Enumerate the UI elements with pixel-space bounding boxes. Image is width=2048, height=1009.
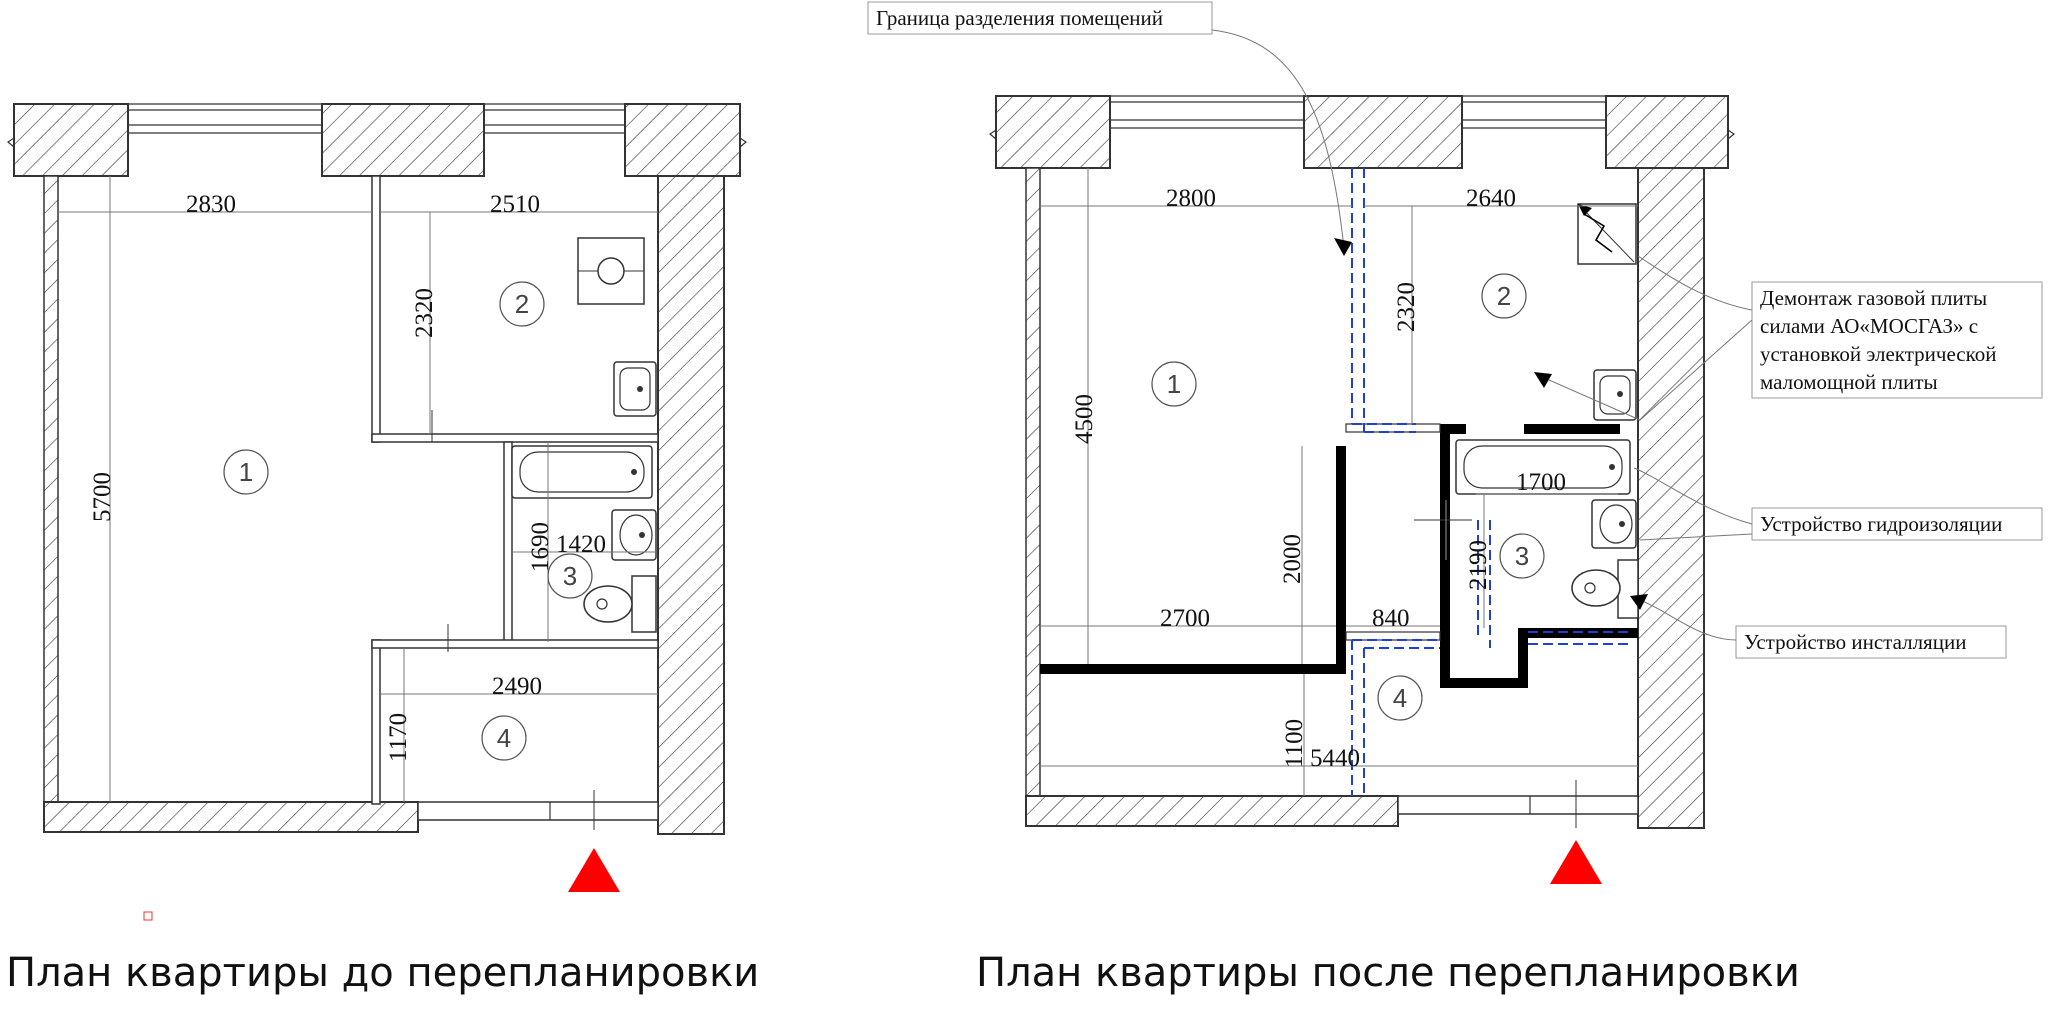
- dim-after-wwall: 2700: [1160, 605, 1210, 632]
- outer-wall-left: [43, 175, 59, 803]
- dim-after-w1: 2800: [1166, 185, 1216, 212]
- room-marker: 1: [1151, 361, 1197, 407]
- dim-before-w4: 2490: [492, 673, 542, 700]
- svg-text:силами АО«МОСГАЗ» с: силами АО«МОСГАЗ» с: [1760, 314, 1978, 338]
- stove-icon: [1577, 203, 1637, 265]
- outer-wall-left: [1025, 167, 1041, 797]
- dim-before-h4: 1170: [385, 713, 412, 762]
- dimension-lines-before: [58, 176, 658, 802]
- small-marker-icon: [143, 911, 153, 921]
- wall-pillar: [13, 103, 129, 177]
- partition-thin: [1345, 423, 1441, 433]
- callout-gas: Демонтаж газовой плиты силами АО«МОСГАЗ»…: [1534, 255, 2043, 421]
- outer-wall-bottom: [43, 801, 419, 833]
- dim-before-h1: 5700: [89, 472, 116, 522]
- room-marker: 2: [1481, 273, 1527, 319]
- dim-after-wtub: 1700: [1516, 469, 1566, 496]
- callout-install: Устройство инсталляции: [1630, 594, 2007, 659]
- svg-text:1: 1: [1167, 369, 1181, 399]
- room-marker: 3: [547, 553, 593, 599]
- svg-text:4: 4: [497, 723, 511, 753]
- dim-before-w2: 2510: [490, 191, 540, 218]
- svg-text:Демонтаж газовой плиты: Демонтаж газовой плиты: [1760, 286, 1987, 310]
- dim-after-w4: 5440: [1310, 745, 1360, 772]
- sink-icon: [1591, 499, 1637, 549]
- caption-before: План квартиры до перепланировки: [6, 950, 760, 996]
- callout-boundary: Граница разделения помещений: [867, 1, 1352, 256]
- svg-text:4: 4: [1393, 683, 1407, 713]
- svg-text:маломощной плиты: маломощной плиты: [1760, 370, 1938, 394]
- svg-text:1: 1: [239, 457, 253, 487]
- dim-after-h4: 1100: [1281, 719, 1308, 768]
- wall-pillar: [1605, 95, 1729, 169]
- outer-wall-right: [657, 175, 725, 835]
- outer-wall-bottom-thin: [1397, 795, 1639, 815]
- dim-before-hbath: 1690: [527, 522, 554, 572]
- svg-text:2: 2: [1497, 281, 1511, 311]
- caption-after: План квартиры после перепланировки: [976, 950, 1800, 996]
- entrance-triangle-icon: [568, 848, 620, 892]
- toilet-icon: [583, 575, 657, 633]
- dimension-lines-after: [1040, 168, 1638, 796]
- sink-icon: [613, 361, 657, 417]
- sink-icon: [611, 509, 657, 561]
- entrance-triangle-icon: [1550, 840, 1602, 884]
- toilet-icon: [1571, 559, 1639, 619]
- callout-waterproof: Устройство гидроизоляции: [1633, 467, 2043, 541]
- room-marker: 3: [1499, 533, 1545, 579]
- sink-icon: [1593, 369, 1637, 421]
- plan-after: 2800 2640 2320 4500 2000 2700 840 1700 2…: [867, 1, 2043, 884]
- dim-after-h1: 4500: [1071, 394, 1098, 444]
- plan-before: 2830 2510 2320 5700 1690 1420 2490 1170 …: [6, 103, 748, 921]
- dim-after-h2: 2320: [1393, 282, 1420, 332]
- dim-after-wniche: 840: [1372, 605, 1410, 632]
- svg-text:установкой электрической: установкой электрической: [1760, 342, 1997, 366]
- dim-after-hwall: 2000: [1279, 534, 1306, 584]
- svg-text:3: 3: [1515, 541, 1529, 571]
- dim-before-h2: 2320: [411, 288, 438, 338]
- dim-after-hbath: 2190: [1465, 540, 1492, 590]
- boundary-dashed-lines: [1351, 168, 1628, 796]
- wall-pillar: [321, 103, 485, 177]
- dim-after-w2: 2640: [1466, 185, 1516, 212]
- room-marker: 2: [499, 281, 545, 327]
- wall-pillar: [995, 95, 1111, 169]
- svg-text:Граница разделения помещений: Граница разделения помещений: [876, 6, 1163, 30]
- bathtub-icon: [1455, 439, 1631, 495]
- partitions-before: [371, 175, 659, 821]
- outer-wall-bottom: [1025, 795, 1399, 827]
- partition-thin: [1345, 631, 1441, 641]
- dim-before-w1: 2830: [186, 191, 236, 218]
- wall-pillar: [624, 103, 741, 177]
- bathtub-icon: [511, 445, 653, 499]
- svg-text:2: 2: [515, 289, 529, 319]
- svg-text:Устройство инсталляции: Устройство инсталляции: [1744, 630, 1966, 654]
- room-marker: 1: [223, 449, 269, 495]
- outer-wall-right: [1637, 167, 1705, 829]
- dim-before-wbath: 1420: [556, 531, 606, 558]
- svg-text:3: 3: [563, 561, 577, 591]
- room-marker: 4: [481, 715, 527, 761]
- stove-icon: [577, 237, 645, 305]
- wall-pillar: [1303, 95, 1463, 169]
- svg-text:Устройство гидроизоляции: Устройство гидроизоляции: [1760, 512, 2002, 536]
- room-marker: 4: [1377, 675, 1423, 721]
